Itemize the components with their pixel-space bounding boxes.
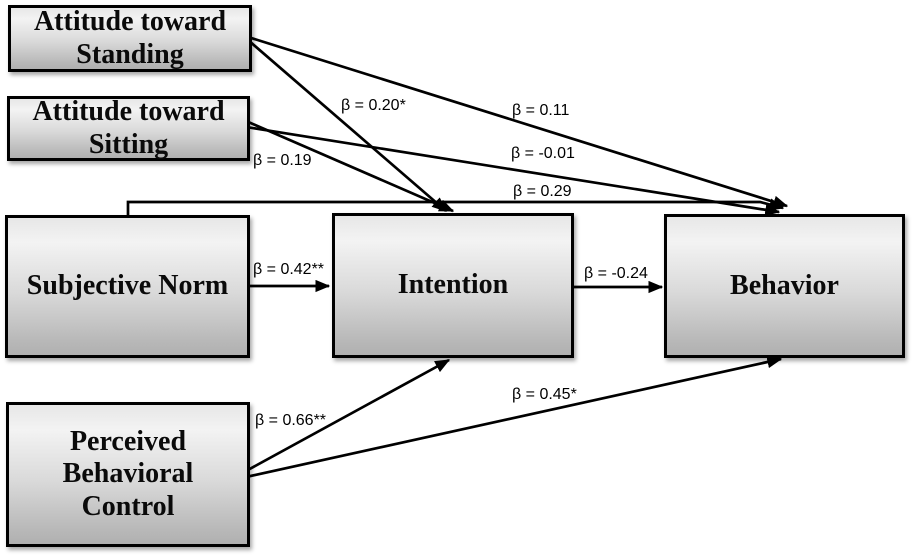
path-label-standing-to-intention: β = 0.20* (341, 97, 406, 114)
node-label-line: Perceived (69, 426, 187, 458)
path-label-intention-to-behavior: β = -0.24 (584, 265, 648, 282)
arrow-subjective-norm-to-behavior (126, 198, 785, 217)
node-behavior: Behavior (664, 214, 905, 358)
node-label: Attitude toward Sitting (32, 96, 224, 160)
path-label-pbc-to-intention: β = 0.66** (255, 412, 327, 429)
path-label-subjective-norm-to-behavior: β = 0.29 (513, 183, 572, 200)
node-label-line: Behavior (730, 269, 839, 301)
node-label-line: Intention (397, 269, 509, 301)
node-intention: Intention (332, 213, 574, 358)
node-label: Intention (398, 269, 508, 301)
arrow-attitude-standing-to-intention (247, 38, 447, 213)
node-perceived-behavioral-control: Perceived Behavioral Control (6, 402, 250, 547)
node-attitude-toward-standing: Attitude toward Standing (8, 5, 252, 72)
path-label-subjective-norm-to-intention: β = 0.42** (253, 261, 325, 278)
path-label-sitting-to-behavior: β = -0.01 (511, 145, 575, 162)
path-label-standing-to-behavior: β = 0.11 (512, 102, 570, 119)
node-attitude-toward-sitting: Attitude toward Sitting (7, 96, 250, 161)
path-label-pbc-to-behavior: β = 0.45* (512, 386, 577, 403)
arrow-pbc-to-behavior (245, 355, 783, 479)
arrow-attitude-sitting-to-behavior (245, 125, 781, 217)
node-label-line: Control (81, 490, 175, 522)
node-label-line: Sitting (88, 128, 169, 160)
node-label-line: Subjective Norm (26, 270, 229, 302)
node-label: Behavior (730, 270, 839, 302)
arrow-pbc-to-intention (245, 358, 451, 473)
node-label-line: Standing (76, 38, 184, 70)
node-label: Subjective Norm (27, 270, 228, 302)
node-subjective-norm: Subjective Norm (5, 215, 250, 358)
node-label-line: Attitude toward (33, 6, 227, 38)
node-label-line: Behavioral (62, 458, 194, 490)
node-label-line: Attitude toward (32, 96, 225, 128)
arrow-attitude-standing-to-behavior (247, 35, 789, 208)
path-label-sitting-to-intention: β = 0.19 (253, 152, 312, 169)
arrow-attitude-sitting-to-intention (245, 119, 455, 213)
node-label: Attitude toward Standing (34, 6, 226, 70)
node-label: Perceived Behavioral Control (63, 426, 194, 523)
